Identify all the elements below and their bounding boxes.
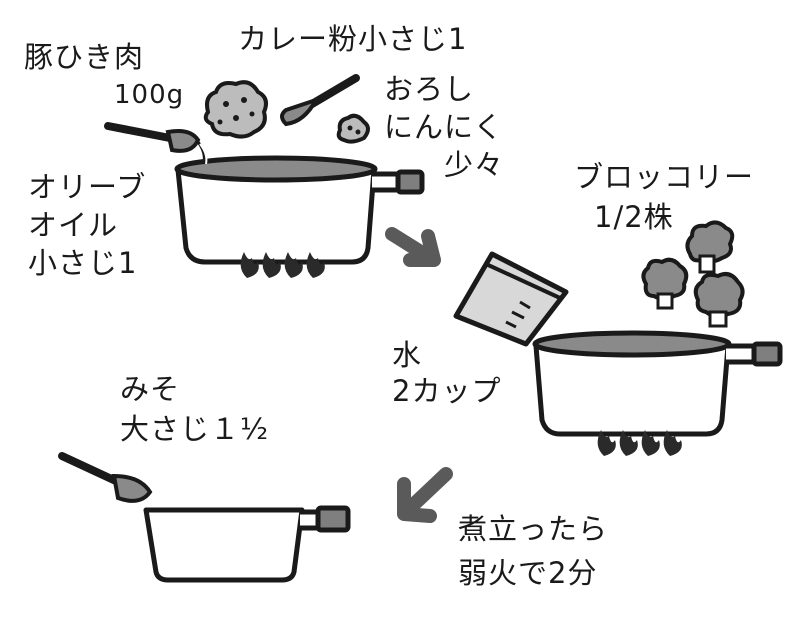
broccoli-label-line1: ブロッコリー: [574, 160, 755, 194]
oil-label-line1: オリーブ: [28, 170, 147, 204]
miso-spoon-icon: [58, 452, 153, 503]
pot-step3: [143, 505, 351, 583]
garlic-label-line3: 少々: [444, 148, 505, 182]
garlic-label-line1: おろし: [384, 72, 475, 106]
flame-icon: [597, 430, 682, 456]
pork-amount: 100g: [114, 80, 185, 110]
grated-garlic-icon: [336, 113, 370, 144]
water-label-line1: 水: [392, 338, 423, 372]
pork-label: 豚ひき肉: [24, 40, 145, 74]
oil-label-line2: オイル: [28, 208, 119, 242]
arrow-icon: [397, 467, 453, 523]
ground-pork-icon: [203, 80, 268, 139]
water-label-line2: 2カップ: [392, 374, 502, 408]
miso-label-line2: 大さじ１½: [120, 412, 270, 446]
pot-step1: [174, 155, 425, 265]
garlic-label-line2: にんにく: [384, 110, 504, 144]
curry-label: カレー粉小さじ1: [238, 22, 468, 56]
measuring-cup-icon: [453, 251, 569, 347]
oil-label-line3: 小さじ1: [28, 246, 138, 280]
broccoli-label-line2: 1/2株: [594, 200, 674, 234]
miso-label-line1: みそ: [120, 372, 181, 406]
simmer-label-line1: 煮立ったら: [458, 512, 609, 546]
arrow-icon: [385, 227, 441, 267]
broccoli-icon: [641, 220, 745, 328]
oil-spoon-icon: [104, 122, 208, 165]
flame-icon: [240, 252, 325, 278]
simmer-label-line2: 弱火で2分: [458, 556, 598, 590]
curry-spoon-icon: [280, 74, 360, 127]
pot-step2: [532, 330, 783, 437]
